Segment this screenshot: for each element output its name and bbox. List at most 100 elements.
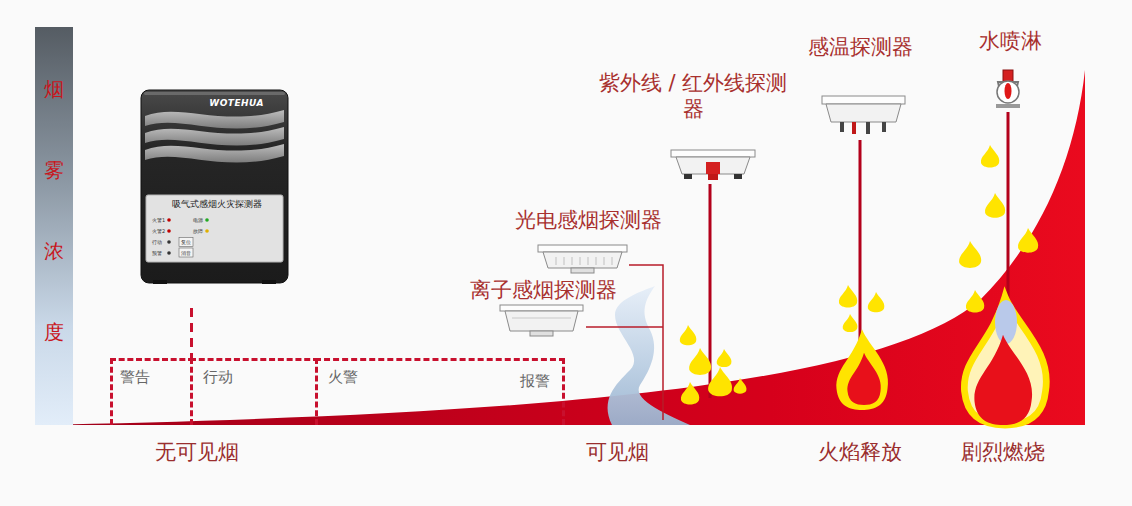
detector-device: WOTEHUA 吸气式感烟火灾探测器 <box>141 90 288 283</box>
leader-line <box>586 326 663 328</box>
detector-device <box>167 218 171 222</box>
stage-box: 警告 <box>110 358 194 425</box>
flame-small <box>717 349 732 367</box>
concentration-curve <box>35 70 1085 425</box>
stage-box: 行动 <box>190 358 319 425</box>
flame-release <box>847 353 880 405</box>
flame-detector-icon <box>671 150 755 180</box>
stage-label: 行动 <box>203 368 319 386</box>
detector-label: 水喷淋 <box>979 29 1042 54</box>
photo-detector-icon <box>538 245 627 252</box>
flame-detector-icon <box>708 174 718 180</box>
detector-device <box>145 110 284 129</box>
leader-line <box>859 140 862 345</box>
photo-detector-icon <box>543 252 622 268</box>
detector-device <box>145 127 284 146</box>
flame-fierce <box>964 297 1046 425</box>
flame-small <box>839 285 857 308</box>
indicator-label: 预警 <box>152 250 162 256</box>
detector-device <box>205 229 209 233</box>
detector-label: 紫外线 / 红外线探测 器 <box>593 70 793 123</box>
stage-name: 无可见烟 <box>155 440 239 465</box>
stage-name: 可见烟 <box>586 440 649 465</box>
stage-name: 火焰释放 <box>818 440 902 465</box>
heat-detector-icon <box>822 96 905 134</box>
indicator-label: 火警2 <box>152 228 165 234</box>
flame-detector-icon <box>706 162 720 174</box>
detector-device <box>141 90 288 283</box>
flame-small <box>708 367 732 396</box>
flame-small <box>981 145 999 168</box>
leader-line <box>586 112 1008 420</box>
detector-device <box>145 144 284 163</box>
flame-fierce <box>974 335 1032 425</box>
brand-name: WOTEHUA <box>209 98 264 109</box>
photo-detector-icon <box>571 268 594 273</box>
sprinkler-icon <box>1005 83 1012 99</box>
heat-detector-icon <box>852 122 856 134</box>
detector-label: 光电感烟探测器 <box>515 208 662 233</box>
heat-detector-icon <box>866 122 870 134</box>
detector-device <box>179 248 193 257</box>
device-panel: 吸气式感烟火灾探测器 <box>146 195 287 262</box>
flame-small <box>734 378 747 394</box>
detector-device <box>167 240 171 244</box>
detector-device <box>167 251 171 255</box>
stage-label: 报警 <box>520 372 550 390</box>
flame-fierce <box>995 300 1017 344</box>
detector-label: 离子感烟探测器 <box>470 278 617 303</box>
ion-detector-icon <box>500 305 583 336</box>
stage-divider <box>190 308 193 358</box>
detector-device <box>144 92 285 95</box>
heat-detector-icon <box>822 96 905 104</box>
flame-small <box>868 292 885 312</box>
leader-line <box>1007 112 1010 300</box>
stage-box: 火警 报警 <box>315 358 565 425</box>
axis-band: 烟雾浓度 <box>35 27 73 425</box>
button-label: 复位 <box>181 239 191 245</box>
sprinkler-icon <box>1003 70 1013 82</box>
flame-small <box>1018 228 1038 253</box>
stage-label: 火警 <box>328 368 358 386</box>
indicator-label: 火警1 <box>152 217 165 223</box>
stage-name: 剧烈燃烧 <box>961 440 1045 465</box>
flame-small <box>843 314 858 332</box>
ion-detector-icon <box>505 311 578 331</box>
sprinkler-icon <box>996 104 1020 108</box>
flame-small <box>966 290 984 313</box>
detector-device <box>153 280 167 284</box>
flame-small <box>959 241 981 268</box>
axis-label: 烟雾浓度 <box>44 49 64 373</box>
button-label: 消音 <box>181 250 191 256</box>
leader-line <box>629 265 663 420</box>
detector-device <box>205 218 209 222</box>
indicator-label: 故障 <box>193 228 203 234</box>
flame-fierce <box>964 297 1046 425</box>
heat-detector-icon <box>826 104 901 122</box>
indicator-label: 行动 <box>152 239 162 245</box>
indicator-label: 电源 <box>193 217 203 223</box>
sprinkler-icon <box>996 70 1020 108</box>
detector-device <box>179 238 193 247</box>
detector-device <box>167 229 171 233</box>
sprinkler-icon <box>997 81 1019 103</box>
flame-detector-icon <box>671 150 755 157</box>
flame-small <box>681 382 699 405</box>
device-title: 吸气式感烟火灾探测器 <box>146 199 287 210</box>
heat-detector-icon <box>840 122 844 132</box>
flame-detector-icon <box>676 157 750 174</box>
flame-small <box>689 348 711 375</box>
flame-detector-icon <box>734 174 742 179</box>
ion-detector-icon <box>512 318 571 319</box>
flame-release <box>836 329 888 410</box>
heat-detector-icon <box>882 122 886 132</box>
stage-label: 警告 <box>120 368 194 386</box>
photo-detector-icon <box>556 257 612 265</box>
flame-small <box>680 325 697 345</box>
detector-label: 感温探测器 <box>808 35 913 60</box>
detector-device <box>141 90 288 284</box>
ion-detector-icon <box>500 305 583 311</box>
